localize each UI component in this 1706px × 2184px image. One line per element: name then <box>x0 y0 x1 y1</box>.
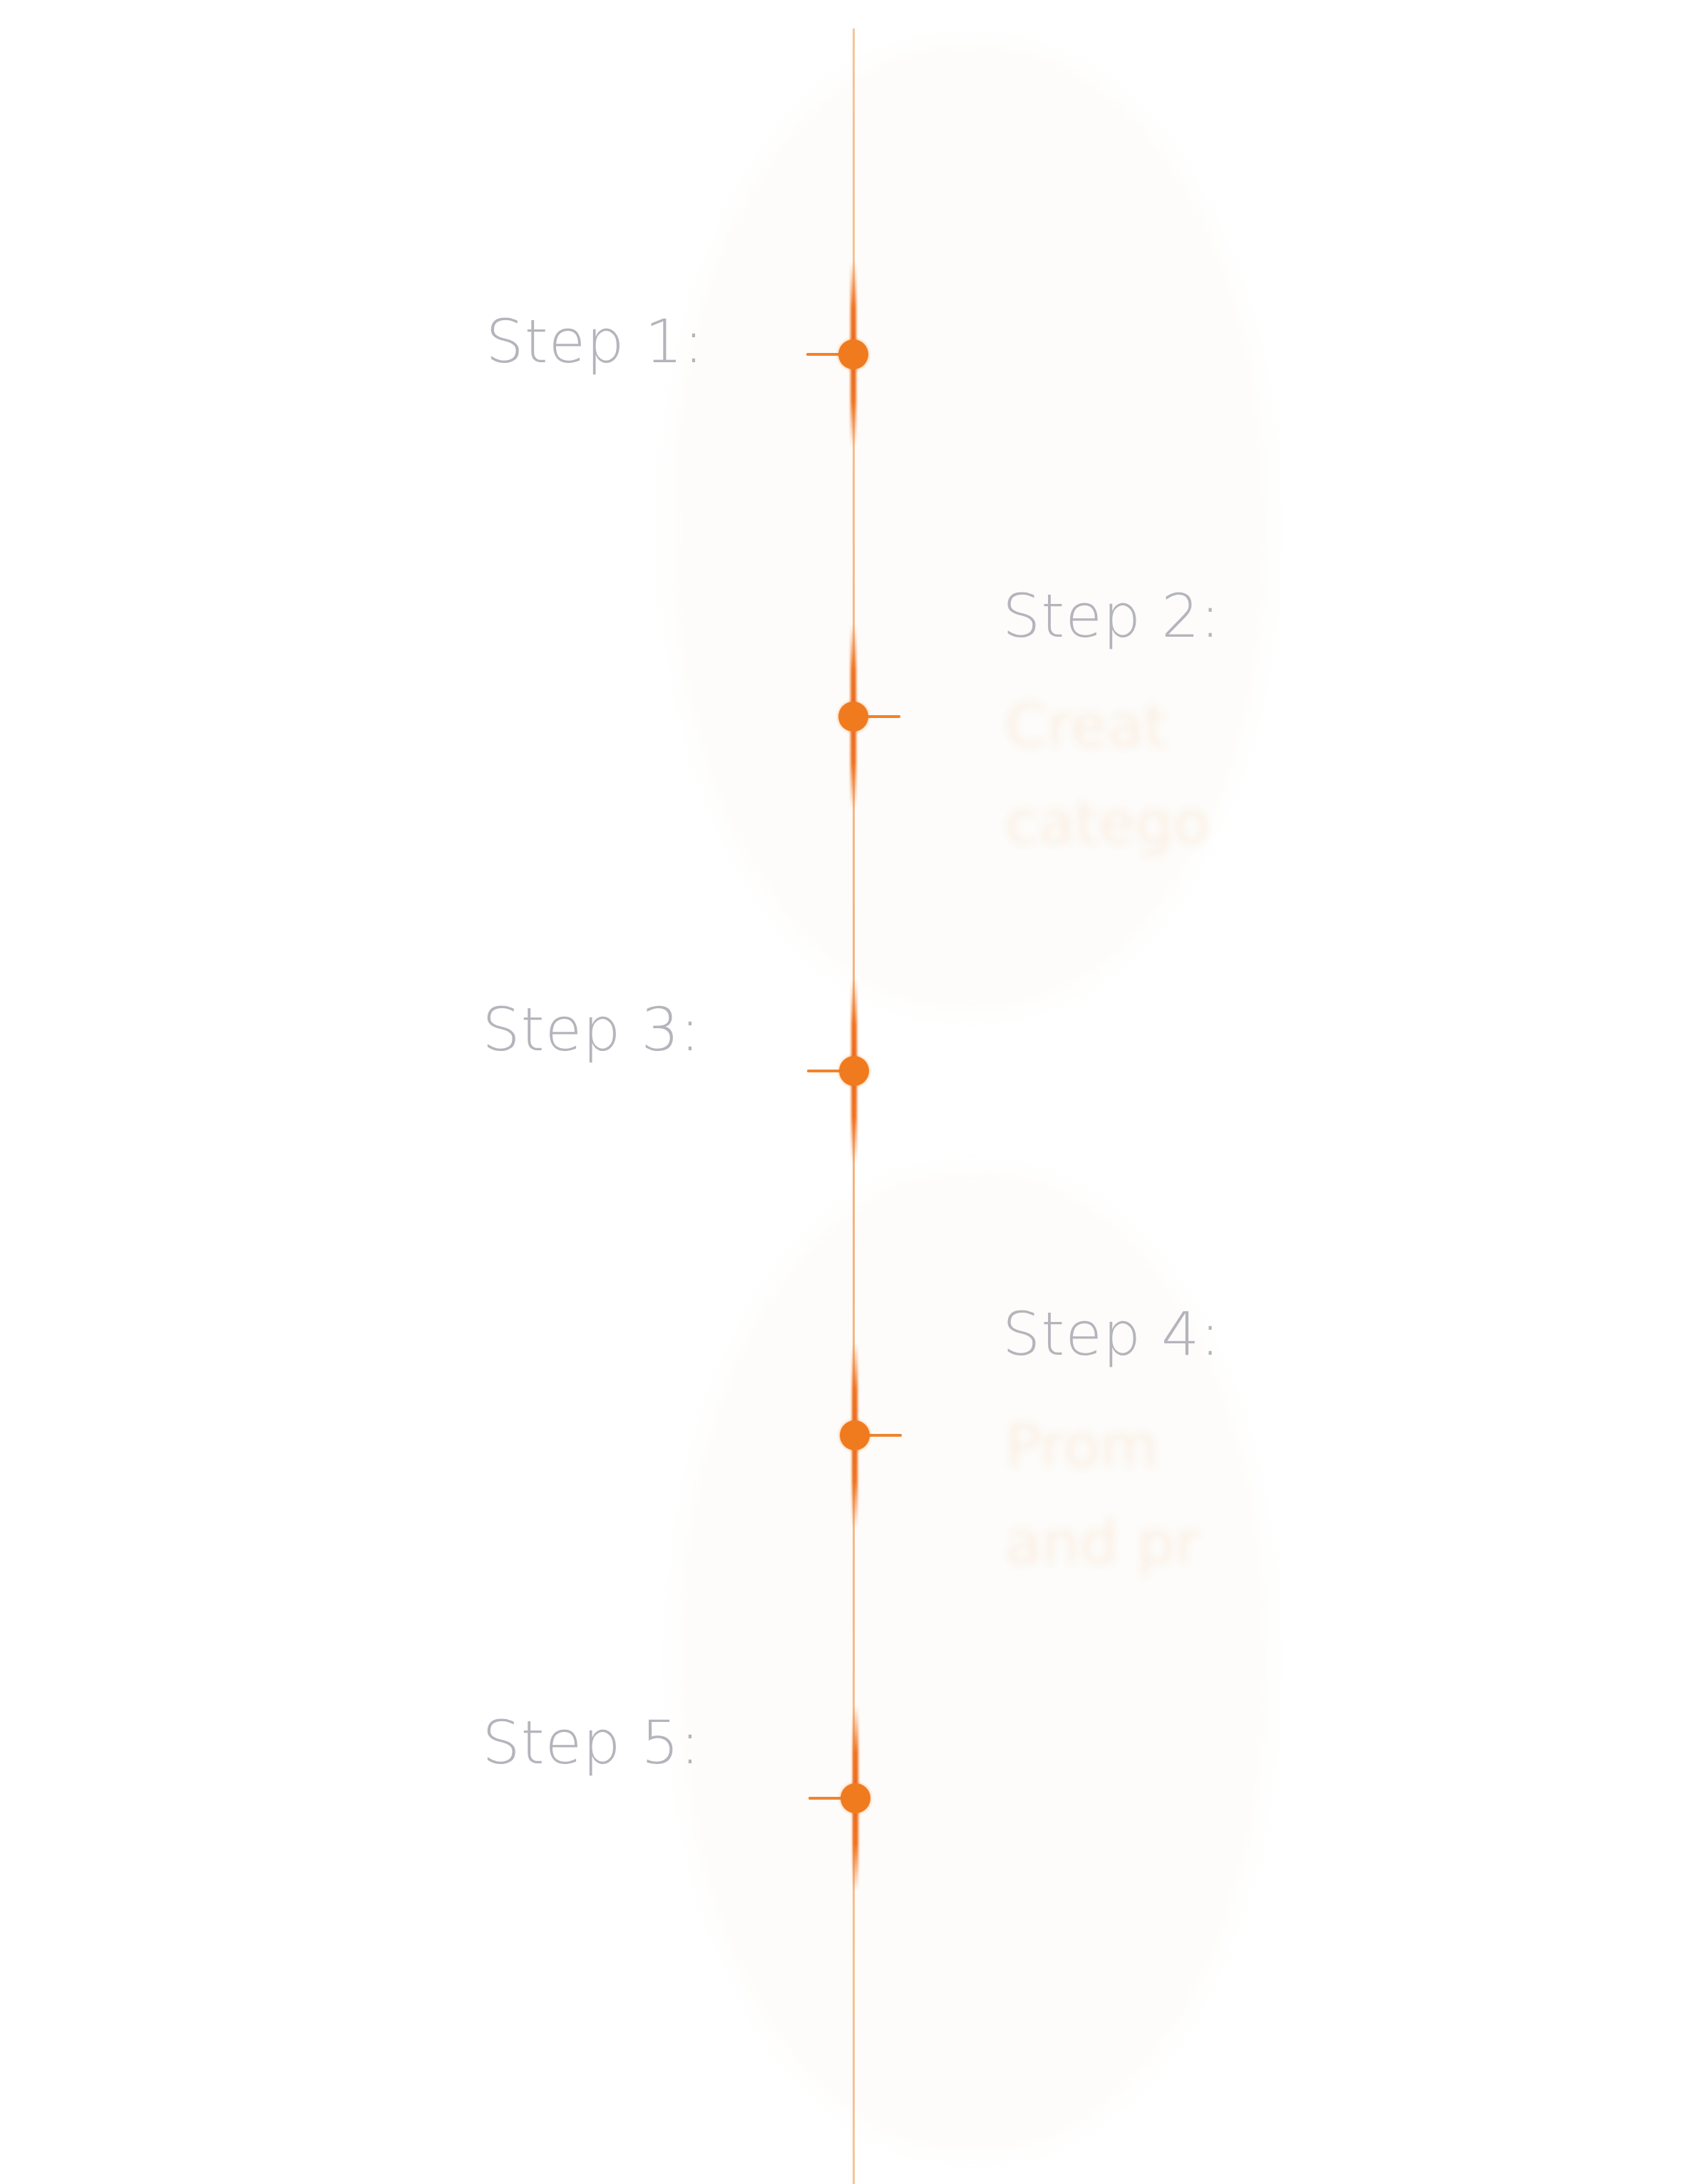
step-2-tick <box>853 715 900 718</box>
step-3-tick <box>807 1070 854 1072</box>
background-blob <box>677 1169 1269 2153</box>
step-4-tick <box>855 1434 902 1437</box>
step-4-label: Step 4: <box>1002 1299 1221 1369</box>
step-2-faded-text: Creat catego <box>1005 691 1210 858</box>
step-3-label: Step 3: <box>482 995 701 1065</box>
step-4-dot <box>840 1420 870 1450</box>
step-4-faded-text: Prom and pr <box>1005 1411 1200 1578</box>
step-5-label: Step 5: <box>482 1708 701 1778</box>
step-5-tick <box>808 1797 855 1800</box>
step-1-tick <box>806 353 853 356</box>
step-2-dot <box>838 702 868 732</box>
step-1-label: Step 1: <box>485 307 704 376</box>
step-5-dot <box>841 1783 870 1813</box>
step-1-dot <box>838 339 868 369</box>
step-3-dot <box>839 1056 869 1086</box>
background-blob <box>670 43 1269 1012</box>
step-2-label: Step 2: <box>1002 581 1221 651</box>
